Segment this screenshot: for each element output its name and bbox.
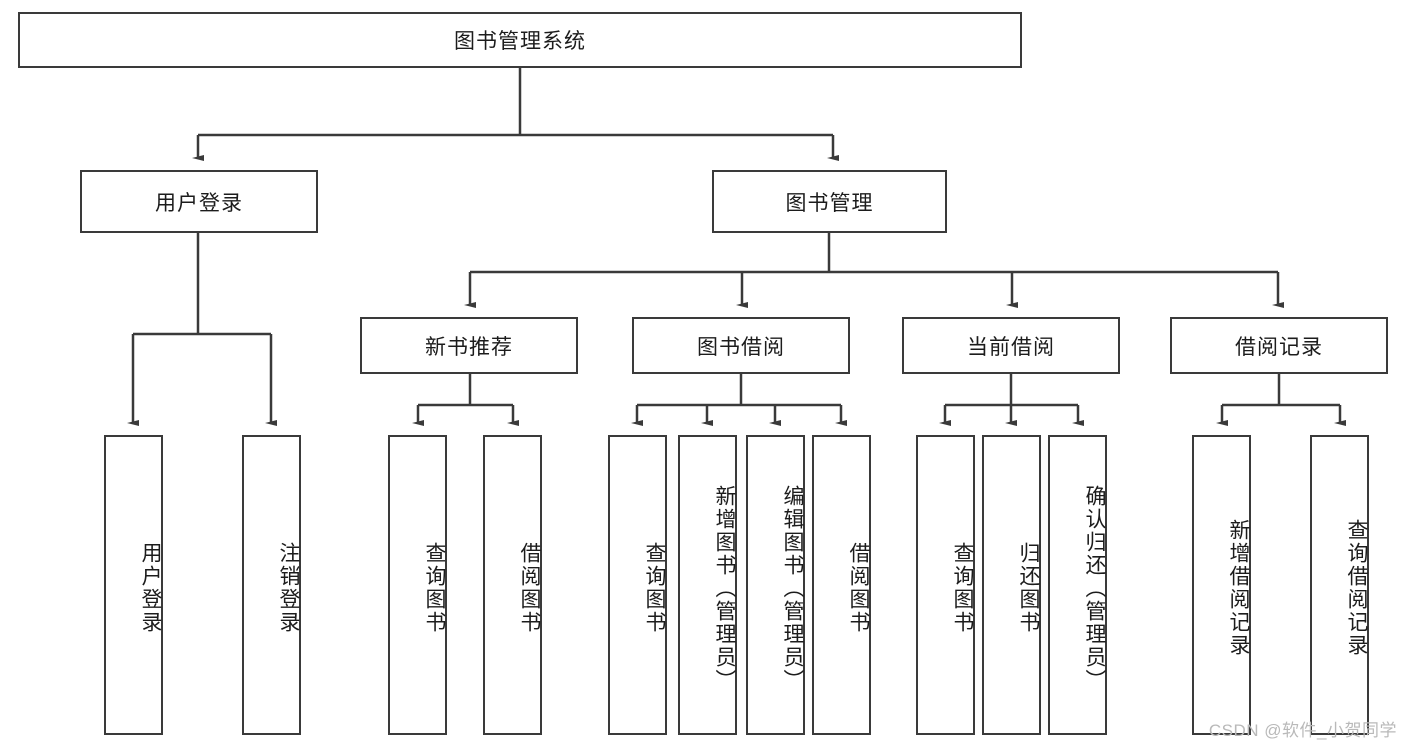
- node-label: 用户登录: [155, 191, 243, 215]
- leaf-user-login-logout[interactable]: 注销登录: [242, 435, 301, 735]
- node-current-borrow[interactable]: 当前借阅: [902, 317, 1120, 374]
- leaf-record-query-record[interactable]: 查询借阅记录: [1310, 435, 1369, 735]
- node-label: 注销登录: [277, 542, 300, 634]
- node-label: 用户登录: [139, 542, 162, 634]
- leaf-current-return-book[interactable]: 归还图书: [982, 435, 1041, 735]
- node-label: 图书借阅: [697, 335, 785, 359]
- node-label: 新书推荐: [425, 335, 513, 359]
- node-label: 查询图书: [643, 542, 666, 634]
- node-label: 查询图书: [423, 542, 446, 634]
- node-label: 当前借阅: [967, 335, 1055, 359]
- node-label: 查询图书: [951, 542, 974, 634]
- leaf-current-query-book[interactable]: 查询图书: [916, 435, 975, 735]
- leaf-borrow-edit-book-admin[interactable]: 编辑图书（管理员）: [746, 435, 805, 735]
- leaf-record-add-record[interactable]: 新增借阅记录: [1192, 435, 1251, 735]
- leaf-user-login-login[interactable]: 用户登录: [104, 435, 163, 735]
- leaf-current-confirm-return-admin[interactable]: 确认归还（管理员）: [1048, 435, 1107, 735]
- node-label: 查询借阅记录: [1345, 519, 1368, 657]
- node-label: 归还图书: [1017, 542, 1040, 634]
- node-borrow-record[interactable]: 借阅记录: [1170, 317, 1388, 374]
- node-label: 确认归还（管理员）: [1083, 484, 1106, 692]
- node-label: 图书管理系统: [454, 30, 586, 53]
- node-label: 借阅图书: [847, 542, 870, 634]
- node-label: 编辑图书（管理员）: [781, 484, 804, 692]
- node-label: 新增图书（管理员）: [713, 484, 736, 692]
- node-label: 借阅记录: [1235, 335, 1323, 359]
- csdn-watermark: CSDN @软件_小贺同学: [1208, 721, 1397, 740]
- leaf-recommend-query-book[interactable]: 查询图书: [388, 435, 447, 735]
- node-user-login[interactable]: 用户登录: [80, 170, 318, 233]
- node-book-management[interactable]: 图书管理: [712, 170, 947, 233]
- node-label: 图书管理: [785, 191, 874, 215]
- leaf-recommend-borrow-book[interactable]: 借阅图书: [483, 435, 542, 735]
- node-label: 借阅图书: [518, 542, 541, 634]
- leaf-borrow-add-book-admin[interactable]: 新增图书（管理员）: [678, 435, 737, 735]
- node-book-borrow[interactable]: 图书借阅: [632, 317, 850, 374]
- leaf-borrow-borrow-book[interactable]: 借阅图书: [812, 435, 871, 735]
- leaf-borrow-query-book[interactable]: 查询图书: [608, 435, 667, 735]
- node-label: 新增借阅记录: [1227, 519, 1250, 657]
- node-new-book-recommend[interactable]: 新书推荐: [360, 317, 578, 374]
- node-root-system[interactable]: 图书管理系统: [18, 12, 1022, 68]
